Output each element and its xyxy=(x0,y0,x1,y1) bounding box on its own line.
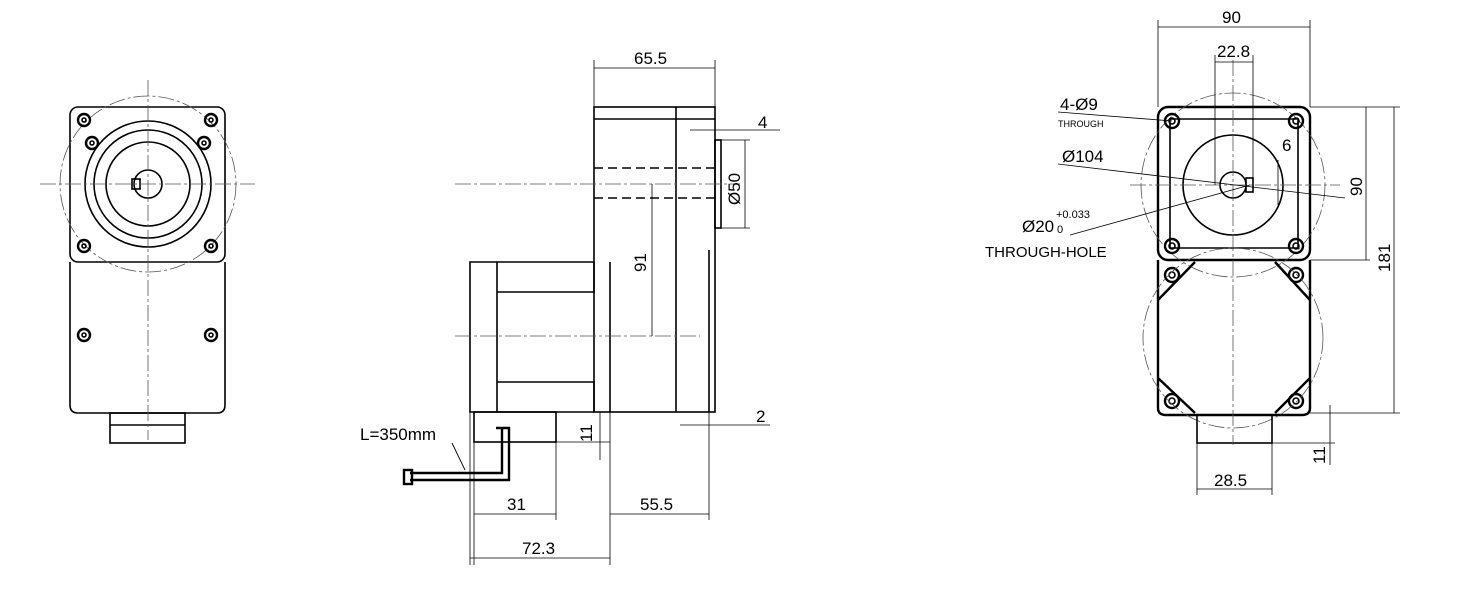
dim-front-height: 90 xyxy=(1347,177,1366,196)
rear-view xyxy=(40,80,255,444)
dim-shaft-step: 4 xyxy=(758,113,767,132)
dim-shaft-diameter: Ø50 xyxy=(725,173,744,205)
dim-bore-lower: 0 xyxy=(1057,224,1063,236)
dim-terminal-width: 28.5 xyxy=(1214,471,1247,490)
dim-key-spacing: 22.8 xyxy=(1217,42,1250,61)
dim-motor-depth: 72.3 xyxy=(522,539,555,558)
dim-shaft-offset: 91 xyxy=(631,253,650,272)
dim-flange-gap: 2 xyxy=(756,407,765,426)
dim-total-height: 181 xyxy=(1375,244,1394,272)
dim-bore: Ø20 xyxy=(1022,217,1054,236)
dim-key-width: 6 xyxy=(1282,136,1291,155)
dim-65-5: 65.5 xyxy=(634,49,667,68)
dimension-lines xyxy=(469,20,1400,565)
rear-bolt-holes xyxy=(76,112,219,343)
dim-bore-upper: +0.033 xyxy=(1056,209,1090,221)
cable-length-label: L=350mm xyxy=(360,425,436,444)
dim-connector-width: 31 xyxy=(507,495,526,514)
side-view xyxy=(402,106,740,486)
dim-gearbox-depth: 55.5 xyxy=(640,495,673,514)
dimension-labels: 65.5 4 Ø50 91 2 L=350mm 11 31 55.5 72.3 … xyxy=(360,8,1394,558)
front-view xyxy=(1130,60,1340,445)
dim-motor-offset: 11 xyxy=(577,424,596,442)
dim-terminal-offset: 11 xyxy=(1310,446,1329,464)
mount-holes-label: 4-Ø9 xyxy=(1060,95,1098,114)
bore-note: THROUGH-HOLE xyxy=(985,244,1107,261)
dim-pcd: Ø104 xyxy=(1062,147,1104,166)
mount-holes-note: THROUGH xyxy=(1058,119,1104,129)
dim-front-width: 90 xyxy=(1222,8,1241,27)
